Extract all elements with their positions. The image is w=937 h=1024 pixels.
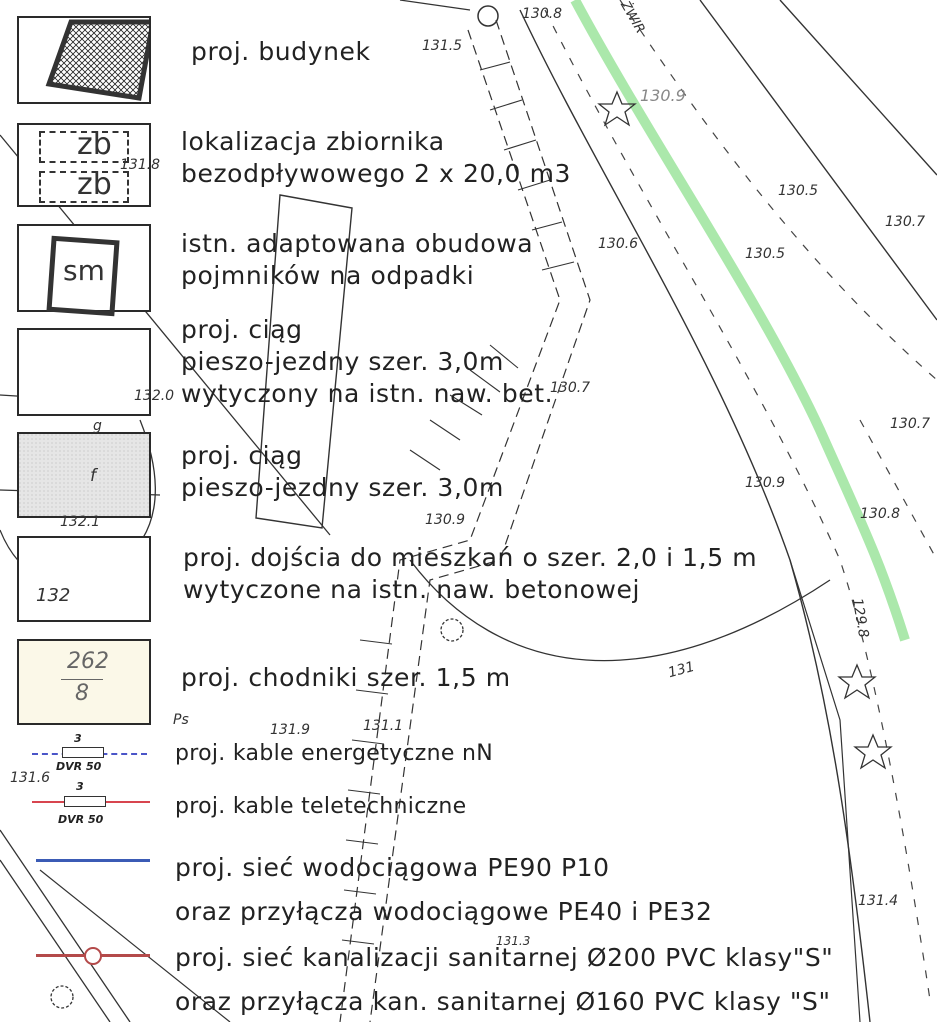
sidewalk-label-top: 262 (67, 649, 109, 674)
road-edge-dash-3 (859, 419, 937, 561)
elev-label: 132.0 (134, 388, 175, 404)
road-edge-2 (779, 0, 937, 176)
legend-box-sidewalk: 262 8 (17, 639, 151, 725)
elev-label: 130.9 (640, 86, 686, 105)
legend-label-access: proj. dojścia do mieszkań o szer. 2,0 i … (183, 543, 758, 604)
elev-label: 131.1 (363, 718, 404, 734)
water-line-symbol (36, 859, 150, 862)
elev-label: 130.9 (425, 512, 466, 528)
elev-label: 130.6 (598, 236, 639, 252)
elev-label: 130.7 (550, 380, 591, 396)
elev-label: 132 (36, 585, 71, 606)
elev-label: 131.3 (496, 934, 531, 948)
legend-label-waste: istn. adaptowana obudowa pojmników na od… (181, 229, 534, 290)
legend-label-path-1: proj. ciąg pieszo-jezdny szer. 3,0m wyty… (181, 315, 554, 408)
legend-box-waste: sm (17, 224, 151, 317)
elev-label: f (90, 466, 96, 486)
elev-label: 130.7 (885, 214, 926, 230)
elev-label: 131.5 (422, 38, 463, 54)
road-edge-dash-2 (619, 0, 937, 381)
road-edge-1 (699, 0, 937, 321)
legend-label-tank: lokalizacja zbiornika bezodpływowego 2 x… (181, 127, 572, 188)
sewer-line-symbol (36, 947, 150, 965)
legend-label-building: proj. budynek (191, 37, 371, 66)
elev-label: 130.9 (745, 475, 786, 491)
elev-label: 130.8 (860, 506, 901, 522)
road-edge-dash-1 (544, 9, 931, 1001)
path-curve (409, 559, 831, 662)
legend-box-path-2 (17, 432, 151, 518)
sidewalk-label-bottom: 8 (75, 681, 89, 706)
elev-label: 130.5 (778, 183, 819, 199)
legend-label-sewer: proj. sieć kanalizacji sanitarnej Ø200 P… (175, 943, 834, 1016)
dotted-fill (19, 434, 149, 516)
building-outline (255, 194, 353, 529)
legend-label-sidewalk: proj. chodniki szer. 1,5 m (181, 663, 511, 692)
tele-cable-symbol: 3 DVR 50 (32, 780, 150, 830)
elev-label: 131.4 (858, 893, 899, 909)
concrete-path-ladder (339, 19, 591, 1022)
building-symbol (45, 19, 157, 101)
waste-label: sm (63, 254, 105, 287)
manhole-top (477, 5, 499, 27)
tree-stars (597, 90, 893, 770)
tank-label-1: zb (77, 127, 112, 162)
green-belt (570, 0, 910, 642)
legend-label-tele: proj. kable teletechniczne (175, 794, 467, 819)
energy-cable-symbol: 3 DVR 50 (32, 732, 147, 782)
elev-label: Ps (173, 712, 189, 728)
elev-label: 131.8 (120, 157, 161, 173)
elev-label: 130.8 (522, 6, 563, 22)
legend-label-water: proj. sieć wodociągowa PE90 P10 oraz prz… (175, 853, 713, 926)
elev-label: 132.1 (60, 514, 101, 530)
legend-label-path-2: proj. ciąg pieszo-jezdny szer. 3,0m (181, 441, 504, 502)
legend-box-building (17, 16, 157, 104)
elev-label: 131.9 (270, 722, 311, 738)
legend-box-tank: zb zb (17, 123, 151, 207)
elev-label: 130.5 (745, 246, 786, 262)
legend-label-energy: proj. kable energetyczne nN (175, 741, 493, 766)
elev-label: 130.7 (890, 416, 931, 432)
elev-label: g (93, 418, 102, 434)
ladder-rungs (341, 61, 575, 945)
legend-box-access (17, 536, 151, 622)
elev-label: 131.6 (10, 770, 51, 786)
tank-label-2: zb (77, 167, 112, 202)
legend-box-path-1 (17, 328, 151, 416)
